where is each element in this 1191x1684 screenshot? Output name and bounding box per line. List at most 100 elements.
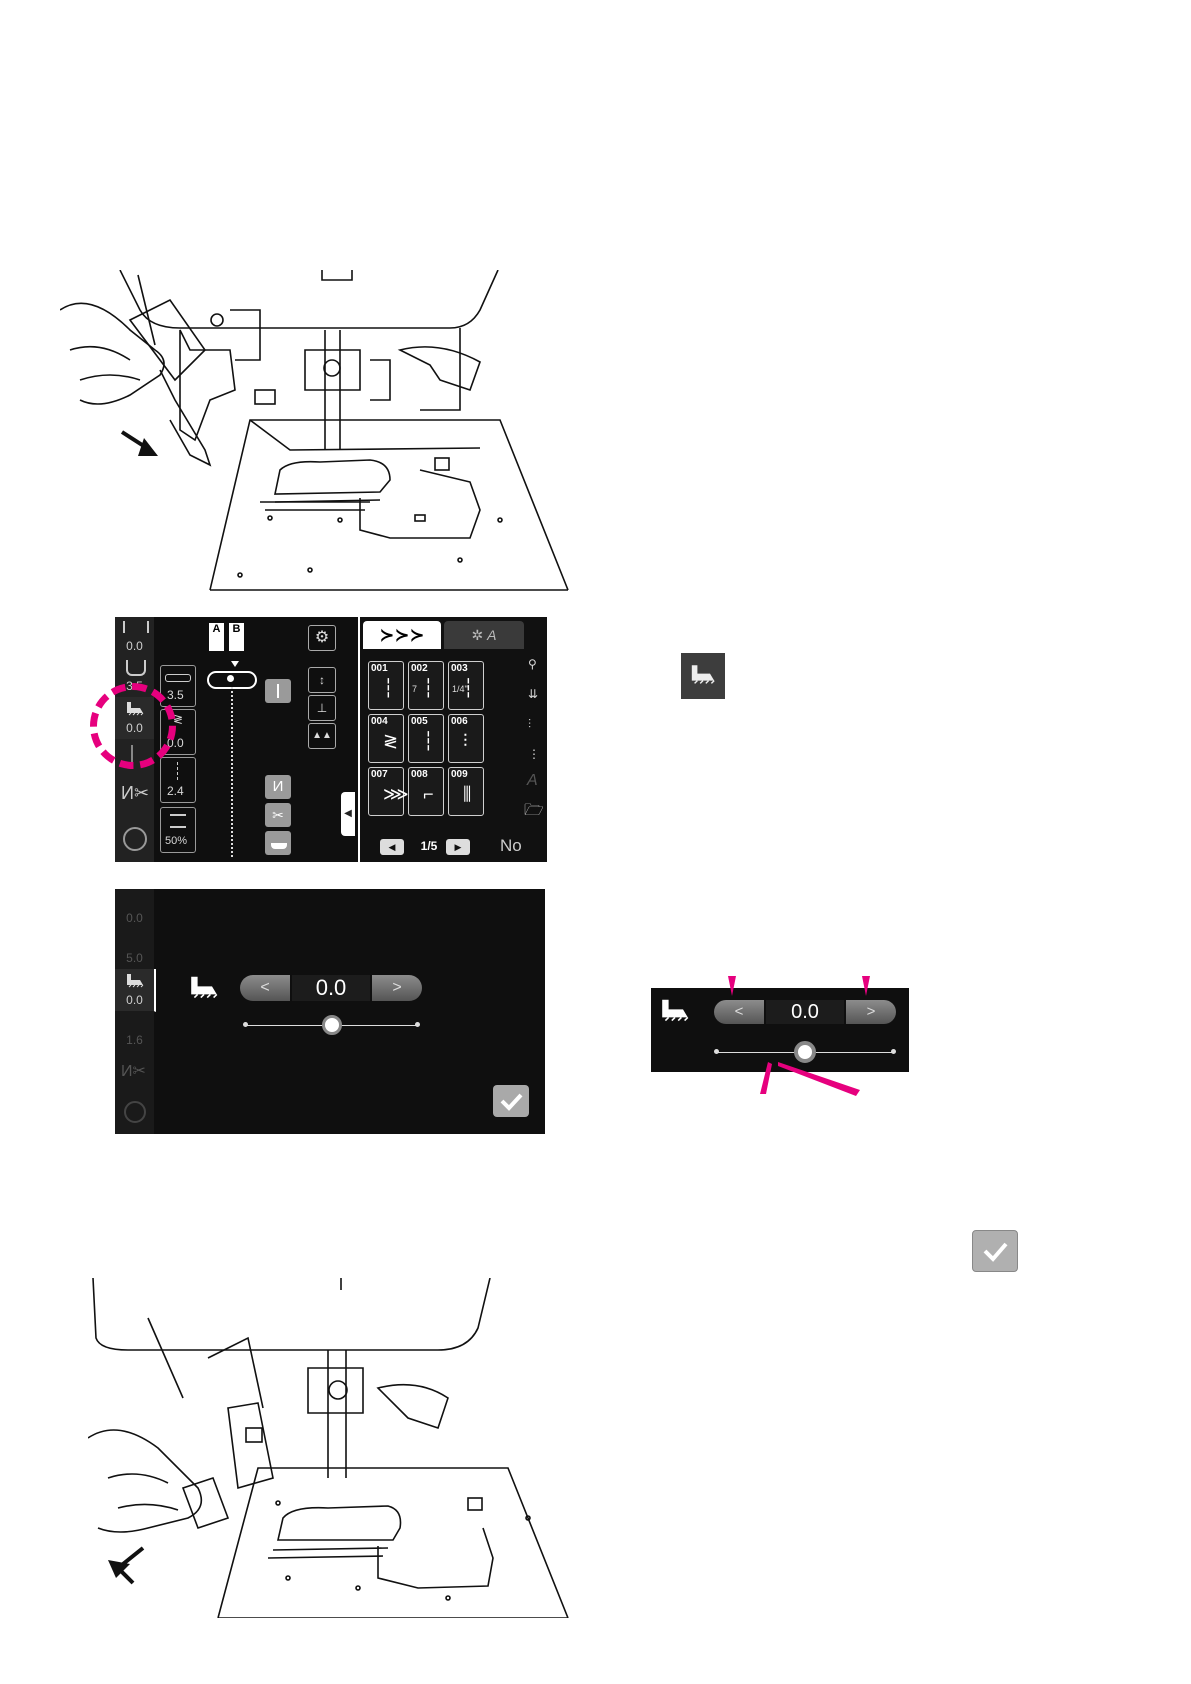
quilting-icon[interactable]: ⫶: [528, 717, 531, 732]
illustration-machine-adjust: [60, 270, 570, 600]
scissors-button[interactable]: ✂: [265, 803, 291, 827]
page-prev-button[interactable]: ◀: [380, 839, 404, 855]
density-box[interactable]: 50%: [160, 807, 196, 853]
pattern-sub-label: 7: [412, 684, 417, 694]
pattern-number: 009: [451, 769, 468, 780]
feed-balance-icon: [188, 975, 220, 1001]
decrease-button[interactable]: <: [240, 975, 290, 1001]
stitch-glyph-icon: ⌐: [423, 784, 434, 805]
pattern-button[interactable]: 002 7 ┆: [408, 661, 444, 710]
settings-button[interactable]: ⚙: [308, 625, 336, 651]
font-icon[interactable]: A: [527, 772, 538, 790]
needle-up-button[interactable]: [265, 679, 291, 703]
sidebar-value-tension: 0.0: [115, 911, 154, 925]
slider-left-end: [243, 1022, 248, 1027]
reset-icon: [124, 1101, 146, 1123]
sidebar-item-thread-cut: И✂: [115, 1051, 154, 1092]
pattern-button[interactable]: 008 ⌐: [408, 767, 444, 816]
tab-utility[interactable]: ≻≻≻: [363, 621, 441, 649]
needle-stop-button[interactable]: ↕: [308, 667, 336, 693]
basting-icon[interactable]: ⋮: [528, 747, 540, 761]
feed-dog-button[interactable]: ▲▲: [308, 723, 336, 749]
foot-lift-button[interactable]: ⊥: [308, 695, 336, 721]
pattern-button[interactable]: 004 ≷: [368, 714, 404, 763]
lcd-main-screen: 0.0 3.5 0.0 И✂ 3.5 ≷ 0.0 2: [115, 617, 545, 862]
check-icon: [493, 1085, 529, 1117]
buttonhole-icon[interactable]: ⚲: [528, 657, 537, 671]
reset-icon: [123, 827, 147, 851]
collapse-panel-handle[interactable]: ◀: [341, 792, 355, 836]
ok-button[interactable]: [493, 1085, 529, 1117]
sidebar-value-pressure: 5.0: [115, 951, 154, 965]
pattern-number: 005: [411, 716, 428, 727]
callout-pointers: [640, 970, 890, 1130]
feed-balance-icon: [125, 973, 145, 989]
pattern-number: 008: [411, 769, 428, 780]
decorative-icon: ✲: [472, 627, 484, 643]
sidebar-item-reset[interactable]: [115, 815, 154, 862]
needle-position-icon: [177, 762, 179, 780]
pattern-number: 004: [371, 716, 388, 727]
sidebar-item-needle-position: 1.6: [115, 1011, 154, 1052]
stitch-length-icon: [165, 674, 191, 682]
feed-balance-key-icon: [681, 653, 725, 699]
check-icon: [973, 1231, 1017, 1271]
sidebar-value-needle-position: 1.6: [115, 1033, 154, 1047]
highlight-circle: [90, 683, 176, 769]
folder-icon[interactable]: 🗁: [524, 799, 544, 826]
pattern-number: 007: [371, 769, 388, 780]
stitch-glyph-icon: ⋙: [383, 784, 409, 805]
pattern-button[interactable]: 001 ┆: [368, 661, 404, 710]
pattern-button[interactable]: 005 ┆: [408, 714, 444, 763]
stitch-glyph-icon: ≷: [383, 731, 398, 752]
applique-icon[interactable]: ⇊: [528, 687, 538, 701]
pattern-number: 003: [451, 663, 468, 674]
feed-balance-icon: [689, 663, 717, 687]
illustration-machine-return: [88, 1278, 578, 1618]
memory-b-icon[interactable]: B: [229, 623, 244, 651]
pattern-number-button[interactable]: No: [500, 836, 522, 856]
tab-decorative[interactable]: ✲ A: [444, 621, 524, 649]
sidebar-value-tension: 0.0: [115, 639, 154, 653]
stitch-glyph-icon: ┆: [383, 678, 394, 699]
pattern-number: 001: [371, 663, 388, 674]
stitch-preview-line: [231, 687, 233, 857]
sidebar-item-thread-cut[interactable]: И✂: [115, 771, 154, 816]
sidebar-value-feed-balance: 0.0: [115, 993, 154, 1007]
zoom-slider-right-end: [891, 1049, 896, 1054]
pattern-button[interactable]: 009⫼: [448, 767, 484, 816]
stitch-glyph-icon: ┆: [423, 731, 434, 752]
increase-button[interactable]: >: [372, 975, 422, 1001]
pattern-button[interactable]: 006⫶: [448, 714, 484, 763]
sidebar-item-feed-balance-active[interactable]: 0.0: [115, 969, 156, 1012]
needle-position-box[interactable]: 2.4: [160, 757, 196, 803]
stitch-glyph-icon: ┆: [463, 678, 474, 699]
sidebar-item-thread-tension: 0.0: [115, 889, 154, 930]
density-value: 50%: [165, 835, 187, 847]
needle-position-value: 2.4: [167, 784, 184, 798]
page-indicator: 1/5: [414, 839, 444, 853]
memory-a-icon[interactable]: A: [209, 623, 224, 651]
stitch-glyph-icon: ┆: [423, 678, 434, 699]
slider-right-end: [415, 1022, 420, 1027]
thread-cut-icon: И✂: [121, 1061, 146, 1081]
page-next-button[interactable]: ▶: [446, 839, 470, 855]
sidebar-item-thread-tension[interactable]: 0.0: [115, 617, 154, 658]
stitch-preview-dot: [227, 675, 234, 682]
density-icon: [170, 814, 186, 828]
lcd-feed-balance-screen: 0.0 5.0 0.0 1.6 И✂ < 0.0 >: [115, 889, 545, 1134]
sidebar-dimmed: 0.0 5.0 0.0 1.6 И✂: [115, 889, 154, 1134]
pattern-number: 002: [411, 663, 428, 674]
sidebar-item-foot-pressure: 5.0: [115, 929, 154, 970]
thread-cut-icon: И✂: [121, 783, 149, 804]
feed-balance-slider-thumb[interactable]: [322, 1015, 342, 1035]
pattern-button[interactable]: 007⋙: [368, 767, 404, 816]
presser-foot-button[interactable]: [265, 831, 291, 855]
script-a-label: A: [487, 627, 496, 643]
pattern-number: 006: [451, 716, 468, 727]
reverse-button[interactable]: И: [265, 775, 291, 799]
sidebar-item-reset: [115, 1091, 154, 1134]
